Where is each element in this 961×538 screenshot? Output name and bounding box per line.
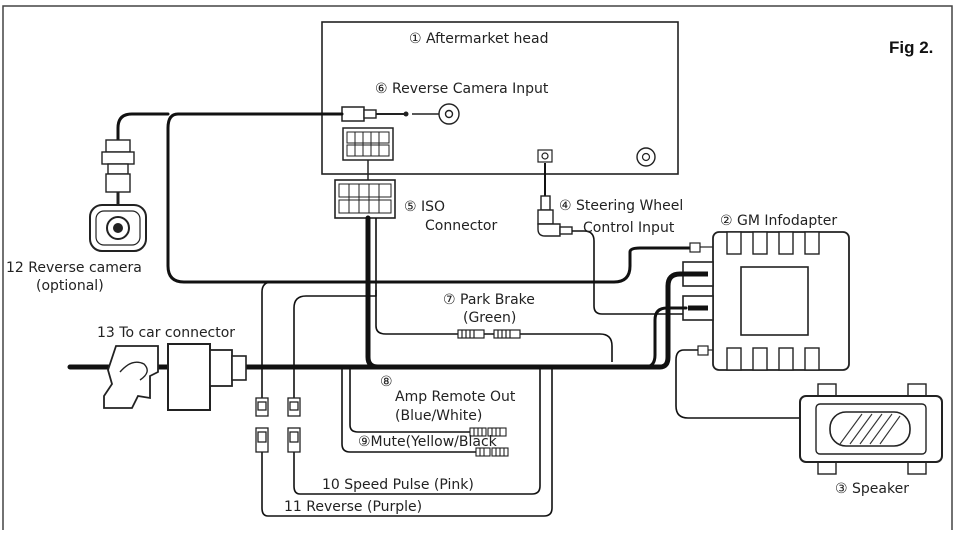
park-brake-label-2: (Green): [463, 310, 516, 326]
car-connector-label: 13 To car connector: [97, 325, 235, 341]
reverse-wire: [261, 281, 368, 398]
reverse-connector: [255, 397, 269, 453]
reverse-camera-icon: [89, 204, 147, 252]
reverse-return: [261, 367, 553, 517]
reverse-camera-input-label: ⑥ Reverse Camera Input: [375, 81, 549, 97]
iso-trunk: [365, 215, 381, 370]
park-brake-label-1: ⑦ Park Brake: [443, 292, 535, 308]
iso-connector-label-2: Connector: [425, 218, 497, 234]
mute-wire: [341, 367, 476, 453]
aftermarket-head-unit: [321, 21, 679, 175]
amp-remote-label-3: (Blue/White): [395, 408, 482, 424]
speed-pulse-wire: [293, 290, 377, 398]
amp-remote-label-1: ⑧: [380, 374, 393, 390]
mute-connector: [475, 447, 509, 457]
amp-remote-label-2: Amp Remote Out: [395, 389, 516, 405]
speed-pulse-connector: [287, 397, 301, 453]
figure-label: Fig 2.: [889, 38, 933, 57]
amp-remote-connector: [469, 427, 507, 437]
camera-connector: [101, 139, 135, 205]
reverse-wire-label: 11 Reverse (Purple): [284, 499, 422, 515]
diagram-frame: [2, 5, 953, 530]
iso-connector: [334, 179, 396, 219]
car-connector: [103, 343, 247, 411]
gm-infodapter-module: [682, 231, 850, 371]
infodapter-lower-trunk: [643, 306, 688, 369]
infodapter-label: ② GM Infodapter: [720, 213, 837, 229]
main-harness: [67, 271, 693, 370]
park-brake-connector: [457, 329, 521, 339]
amp-mute-return: [293, 367, 541, 495]
rca-plug: [341, 106, 409, 122]
speed-pulse-label: 10 Speed Pulse (Pink): [322, 477, 474, 493]
steering-wheel-plug: [537, 163, 573, 237]
speaker-cable: [675, 349, 800, 419]
amp-remote-wire: [349, 367, 470, 433]
speaker-icon: [799, 383, 943, 475]
speaker-label: ③ Speaker: [835, 481, 909, 497]
camera-cable: [166, 112, 692, 284]
iso-connector-label-1: ⑤ ISO: [404, 199, 445, 215]
steering-wheel-cable: [572, 230, 684, 315]
reverse-camera-label-1: 12 Reverse camera: [6, 260, 142, 276]
steering-wheel-label-1: ④ Steering Wheel: [559, 198, 683, 214]
reverse-camera-label-2: (optional): [36, 278, 104, 294]
head-unit-label: ① Aftermarket head: [409, 31, 548, 47]
steering-wheel-label-2: Control Input: [583, 220, 675, 236]
iso-branch-right: [375, 218, 613, 362]
mute-label: ⑨Mute(Yellow/Black: [358, 434, 498, 450]
camera-cable-branch: [116, 112, 170, 142]
